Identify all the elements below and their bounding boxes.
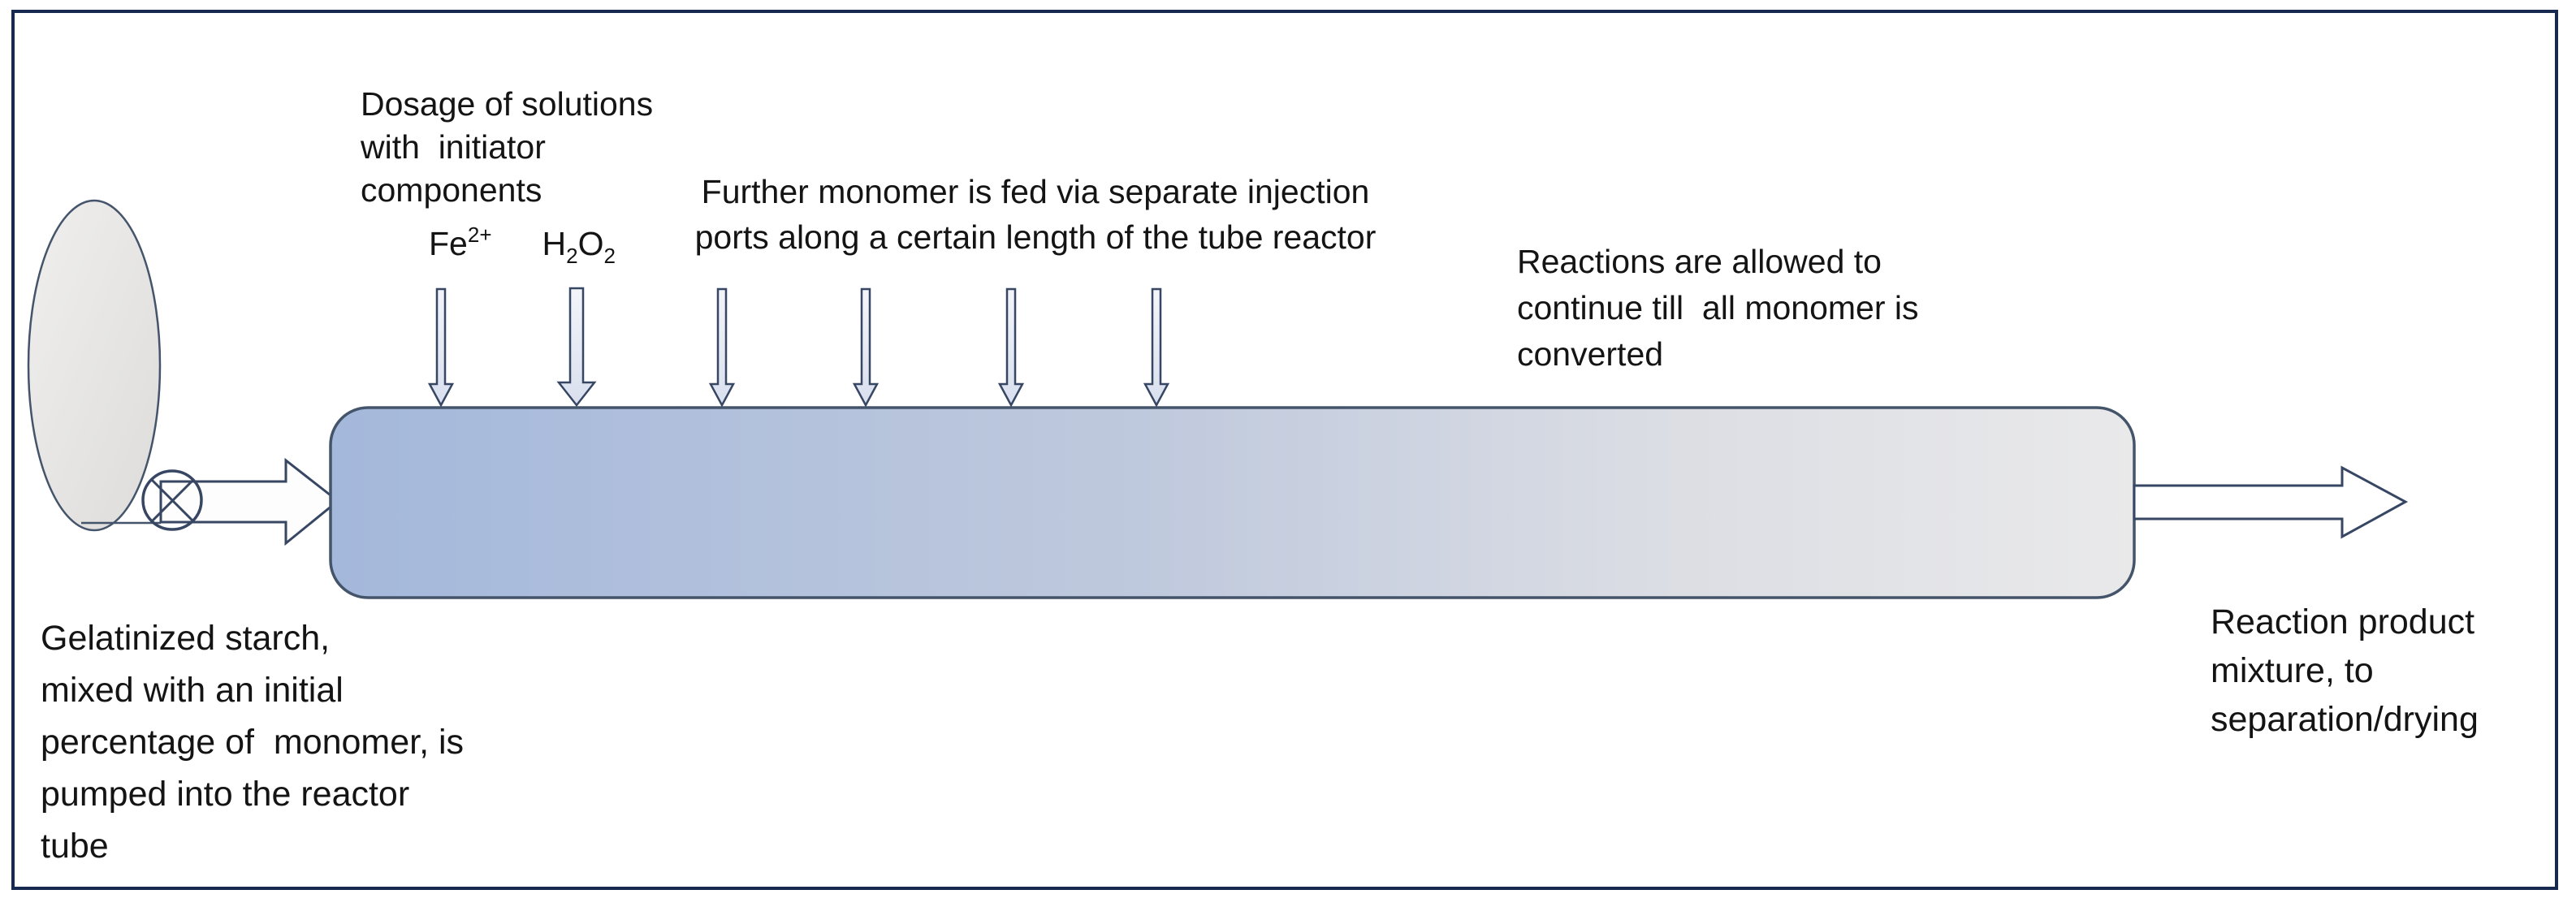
feed-line-2: mixed with an initial bbox=[41, 671, 344, 710]
fe-superscript: 2+ bbox=[467, 222, 492, 247]
further-line-1: Further monomer is fed via separate inje… bbox=[701, 173, 1370, 210]
reactions-line-2: continue till all monomer is bbox=[1517, 289, 1919, 326]
h2o2-h: H bbox=[542, 225, 567, 262]
feed-line-3: percentage of monomer, is bbox=[41, 723, 465, 762]
outlet-flow-arrow bbox=[2133, 465, 2409, 539]
product-label: Reaction product mixture, to separation/… bbox=[2211, 598, 2479, 744]
further-line-2: ports along a certain length of the tube… bbox=[694, 218, 1377, 256]
product-line-1: Reaction product bbox=[2211, 603, 2475, 641]
injection-arrow-monomer-1 bbox=[708, 287, 736, 408]
dosage-line-1: Dosage of solutions bbox=[361, 85, 654, 123]
h2o2-sub1: 2 bbox=[566, 244, 578, 268]
fe-initiator-label: Fe2+ bbox=[429, 222, 492, 262]
dosage-line-3: components bbox=[361, 171, 542, 209]
dosage-line-2: with initiator bbox=[361, 128, 546, 166]
feed-line-4: pumped into the reactor bbox=[41, 775, 410, 814]
product-line-3: separation/drying bbox=[2211, 700, 2479, 739]
feed-line-5: tube bbox=[41, 827, 109, 866]
feed-line-1: Gelatinized starch, bbox=[41, 619, 331, 658]
dosage-label: Dosage of solutions with initiator compo… bbox=[361, 83, 653, 212]
reactions-line-1: Reactions are allowed to bbox=[1517, 243, 1882, 280]
initiator-formulas: Fe2+H2O2 bbox=[429, 222, 616, 268]
injection-ports bbox=[427, 287, 1170, 408]
h2o2-sub2: 2 bbox=[603, 244, 616, 268]
product-line-2: mixture, to bbox=[2211, 651, 2374, 690]
h2o2-o: O bbox=[577, 225, 604, 262]
injection-arrow-monomer-2 bbox=[852, 287, 880, 408]
injection-arrow-fe bbox=[427, 287, 455, 408]
injection-arrow-monomer-4 bbox=[1143, 287, 1170, 408]
h2o2-initiator-label: H2O2 bbox=[542, 225, 616, 268]
injection-arrow-monomer-3 bbox=[997, 287, 1025, 408]
inlet-flow-arrow bbox=[159, 457, 340, 546]
feed-description-label: Gelatinized starch, mixed with an initia… bbox=[41, 612, 464, 872]
injection-arrow-h2o2 bbox=[556, 287, 597, 408]
reactions-label: Reactions are allowed to continue till a… bbox=[1517, 239, 1918, 378]
feed-vessel-shape bbox=[27, 199, 162, 532]
fe-base: Fe bbox=[429, 225, 468, 262]
reactions-line-3: converted bbox=[1517, 335, 1664, 373]
pump-icon bbox=[141, 469, 203, 531]
further-monomer-label: Further monomer is fed via separate inje… bbox=[650, 169, 1421, 260]
tube-reactor-shape bbox=[329, 406, 2136, 599]
